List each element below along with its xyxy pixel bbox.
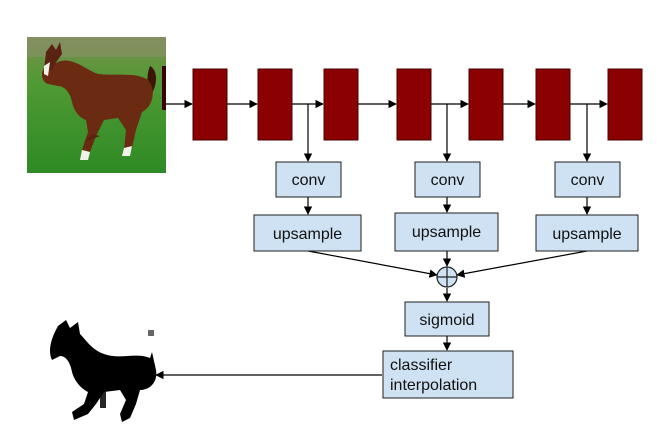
upsample-label: upsample	[412, 224, 481, 241]
sum-node	[436, 266, 458, 288]
layer-block	[162, 66, 166, 110]
input-horse-photo	[27, 37, 166, 173]
upsample-box	[253, 214, 362, 252]
branch-1: conv upsample	[253, 161, 362, 252]
conv-label: conv	[292, 172, 326, 189]
merge-arrow	[307, 250, 438, 278]
classifier-label-line1: classifier	[390, 357, 453, 374]
layer-block	[535, 68, 571, 141]
upsample-box	[535, 214, 639, 252]
sigmoid-box	[404, 301, 490, 337]
classifier-block: classifier interpolation	[382, 350, 514, 399]
layer-block	[257, 68, 293, 141]
conv-box	[414, 161, 481, 198]
branch-arrows	[155, 104, 592, 380]
conv-label: conv	[431, 172, 465, 189]
sigmoid-label: sigmoid	[419, 312, 474, 329]
upsample-label: upsample	[552, 226, 621, 243]
conv-box	[275, 161, 342, 198]
upsample-label: upsample	[273, 226, 342, 243]
upsample-box	[394, 212, 499, 252]
classifier-box	[382, 350, 514, 399]
layer-block	[192, 68, 228, 141]
sigmoid-block: sigmoid	[404, 301, 490, 337]
layer-block	[323, 68, 359, 141]
branch-2: conv upsample	[394, 161, 499, 252]
conv-label: conv	[571, 172, 605, 189]
output-mask	[50, 320, 157, 422]
branch-3: conv upsample	[535, 161, 639, 252]
classifier-label-line2: interpolation	[390, 377, 477, 394]
conv-box	[554, 161, 621, 198]
backbone	[162, 66, 643, 141]
layer-block	[607, 68, 643, 141]
merge-arrow	[456, 250, 588, 278]
layer-block	[468, 68, 504, 141]
layer-block	[396, 68, 432, 141]
